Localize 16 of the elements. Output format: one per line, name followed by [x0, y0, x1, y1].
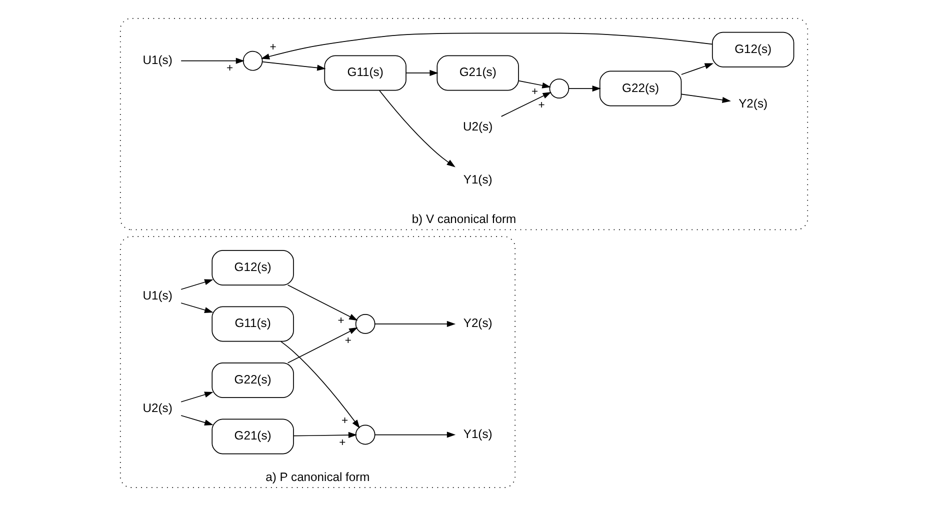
node-text: U2(s)	[463, 120, 493, 134]
node-text: U1(s)	[142, 53, 172, 68]
node-text: Y2(s)	[738, 96, 768, 110]
node-text: Y2(s)	[463, 316, 492, 330]
node-text: U2(s)	[142, 400, 172, 415]
edge-label: +	[342, 415, 348, 428]
node-text: Y1(s)	[463, 426, 492, 441]
node-text: Y1(s)	[463, 172, 492, 186]
edge-label: +	[344, 334, 352, 347]
node-text: U1(s)	[142, 288, 172, 302]
edge-label: +	[226, 62, 234, 75]
edge-label: +	[270, 41, 276, 54]
edge-label: +	[338, 314, 344, 327]
edge-label: +	[538, 99, 545, 112]
edge-label: +	[339, 436, 346, 449]
edge-label: +	[532, 86, 538, 98]
